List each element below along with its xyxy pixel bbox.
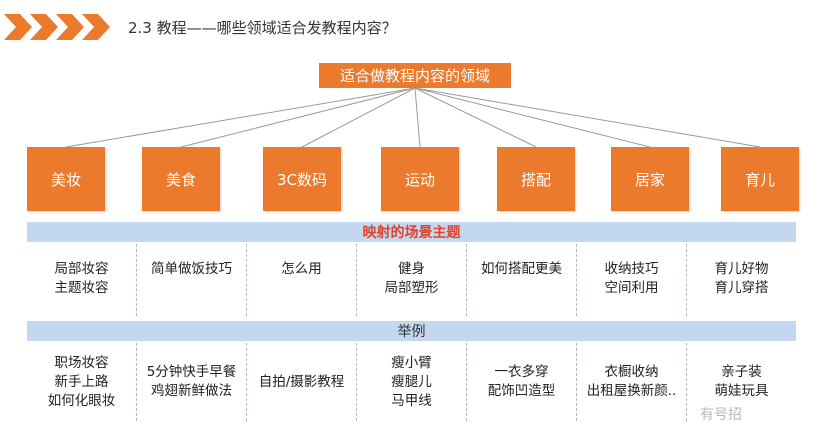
theme-text: 健身 bbox=[398, 261, 425, 277]
band-label: 映射的场景主题 bbox=[362, 225, 461, 241]
category-label: 育儿 bbox=[744, 170, 775, 189]
theme-cell: 局部妆容 主题妆容 bbox=[27, 244, 137, 316]
example-text: 一衣多穿 bbox=[494, 364, 549, 380]
theme-text: 育儿穿搭 bbox=[714, 280, 769, 296]
theme-cell: 怎么用 bbox=[247, 244, 357, 316]
theme-text: 简单做饭技巧 bbox=[151, 261, 232, 277]
example-cell: 职场妆容 新手上路 如何化眼妆 bbox=[27, 343, 137, 421]
watermark-text: 有号招 bbox=[700, 407, 742, 423]
section-band-themes: 映射的场景主题 bbox=[27, 222, 796, 242]
example-text: 职场妆容 bbox=[54, 354, 109, 371]
example-text: 萌娃玩具 bbox=[714, 383, 769, 399]
example-cell: 衣橱收纳 出租屋换新颜.. bbox=[577, 343, 687, 421]
example-text: 自拍/摄影教程 bbox=[258, 373, 345, 390]
category-box-digital: 3C数码 bbox=[263, 147, 341, 211]
example-text: 瘦腿儿 bbox=[391, 373, 432, 390]
category-box-parenting: 育儿 bbox=[721, 147, 799, 211]
example-text: 新手上路 bbox=[54, 373, 109, 390]
example-text: 瘦小臂 bbox=[391, 354, 432, 371]
example-cell: 亲子装 萌娃玩具 bbox=[687, 343, 796, 421]
example-text: 鸡翅新鲜做法 bbox=[151, 383, 232, 399]
theme-text: 局部塑形 bbox=[384, 280, 439, 296]
example-cell: 5分钟快手早餐 鸡翅新鲜做法 bbox=[137, 343, 247, 421]
example-text: 衣橱收纳 bbox=[604, 364, 659, 380]
example-text: 亲子装 bbox=[721, 364, 762, 380]
example-cell: 瘦小臂 瘦腿儿 马甲线 bbox=[357, 343, 467, 421]
theme-text: 收纳技巧 bbox=[604, 261, 659, 277]
theme-cell: 简单做饭技巧 bbox=[137, 244, 247, 316]
theme-text: 如何搭配更美 bbox=[481, 261, 562, 277]
section-band-examples: 举例 bbox=[27, 321, 796, 341]
theme-cell: 健身 局部塑形 bbox=[357, 244, 467, 316]
root-node: 适合做教程内容的领域 bbox=[319, 63, 511, 88]
theme-cell: 育儿好物 育儿穿搭 bbox=[687, 244, 796, 316]
theme-text: 局部妆容 bbox=[54, 261, 109, 277]
category-box-sports: 运动 bbox=[381, 147, 459, 211]
chevron-arrows-icon bbox=[4, 14, 110, 40]
example-text: 出租屋换新颜.. bbox=[586, 383, 677, 399]
category-label: 运动 bbox=[404, 170, 435, 189]
category-box-outfit: 搭配 bbox=[497, 147, 575, 211]
watermark: 有号招 bbox=[700, 404, 742, 424]
page-title: 2.3 教程——哪些领域适合发教程内容？ bbox=[128, 19, 397, 37]
category-box-home: 居家 bbox=[611, 147, 689, 211]
theme-cell: 如何搭配更美 bbox=[467, 244, 577, 316]
theme-cell: 收纳技巧 空间利用 bbox=[577, 244, 687, 316]
theme-text: 育儿好物 bbox=[714, 261, 769, 277]
root-node-label: 适合做教程内容的领域 bbox=[339, 67, 490, 85]
example-text: 配饰凹造型 bbox=[487, 383, 556, 399]
band-label: 举例 bbox=[397, 324, 426, 340]
category-box-makeup: 美妆 bbox=[27, 147, 105, 211]
theme-text: 主题妆容 bbox=[54, 280, 109, 296]
example-cell: 一衣多穿 配饰凹造型 bbox=[467, 343, 577, 421]
example-text: 5分钟快手早餐 bbox=[146, 364, 237, 380]
category-label: 居家 bbox=[634, 170, 665, 189]
theme-text: 空间利用 bbox=[604, 280, 659, 296]
theme-text: 怎么用 bbox=[281, 261, 322, 277]
category-box-food: 美食 bbox=[142, 147, 220, 211]
example-text: 如何化眼妆 bbox=[47, 392, 116, 409]
themes-row: 局部妆容 主题妆容 简单做饭技巧 怎么用 健身 局部塑形 如何搭配更美 收纳技巧… bbox=[27, 244, 796, 316]
category-label: 搭配 bbox=[520, 170, 551, 189]
category-label: 美食 bbox=[165, 170, 196, 189]
category-label: 美妆 bbox=[50, 170, 81, 189]
category-label: 3C数码 bbox=[276, 170, 328, 189]
example-text: 马甲线 bbox=[391, 392, 432, 409]
examples-row: 职场妆容 新手上路 如何化眼妆 5分钟快手早餐 鸡翅新鲜做法 自拍/摄影教程 瘦… bbox=[27, 343, 796, 421]
example-cell: 自拍/摄影教程 bbox=[247, 343, 357, 421]
